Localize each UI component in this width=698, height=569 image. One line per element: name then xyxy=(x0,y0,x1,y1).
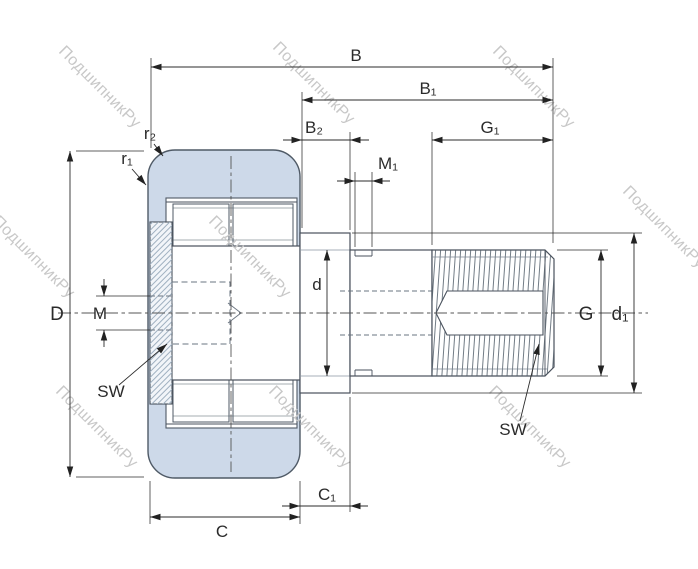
dim-G1: G₁ xyxy=(431,118,554,245)
dim-d: d xyxy=(312,249,331,377)
dim-label-D: D xyxy=(50,304,64,325)
leader-line xyxy=(153,143,164,157)
watermark: ПодшипникРу xyxy=(0,213,78,302)
dim-B1: B₁ xyxy=(301,79,554,228)
leader-line xyxy=(118,343,168,386)
leader-line xyxy=(131,168,147,186)
dim-C: C xyxy=(149,481,301,541)
dim-d1: d₁ xyxy=(352,232,642,394)
dim-B: B xyxy=(150,46,554,243)
dim-label-M1: M₁ xyxy=(378,154,398,173)
dimensions: B B₁ B₂ G₁ M₁ r₂ xyxy=(50,46,642,541)
dim-label-d: d xyxy=(312,275,321,294)
dim-r1: r₁ xyxy=(121,149,147,186)
dim-C1: C₁ xyxy=(282,397,368,512)
dim-label-M: M xyxy=(93,304,107,323)
dim-D: D xyxy=(50,150,144,478)
dim-SW-right: SW xyxy=(499,343,540,439)
dim-label-B2: B₂ xyxy=(305,118,323,137)
bore-chamfer xyxy=(227,302,242,314)
watermark: ПодшипникРу xyxy=(269,39,358,128)
dim-SW-left: SW xyxy=(97,343,168,401)
dim-label-r2: r₂ xyxy=(144,124,156,143)
leader-line xyxy=(519,343,540,422)
dim-G: G xyxy=(557,249,608,377)
watermark: ПодшипникРу xyxy=(619,183,698,272)
dim-label-C: C xyxy=(216,522,228,541)
bearing-cross-section xyxy=(58,149,648,479)
needle-rollers xyxy=(172,203,294,423)
dim-label-G: G xyxy=(579,304,594,325)
dim-label-B: B xyxy=(350,46,361,65)
bore-chamfer xyxy=(227,312,242,324)
dim-label-SW-left: SW xyxy=(97,382,124,401)
dim-M1: M₁ xyxy=(337,154,398,247)
dim-label-B1: B₁ xyxy=(419,79,436,98)
dim-M: M xyxy=(93,279,150,347)
relief-groove xyxy=(354,250,373,376)
dim-label-C1: C₁ xyxy=(318,485,336,504)
dim-label-G1: G₁ xyxy=(481,118,500,137)
watermark: ПодшипникРу xyxy=(55,43,144,132)
dim-r2: r₂ xyxy=(144,124,164,157)
dim-label-r1: r₁ xyxy=(121,149,133,168)
dim-label-d1: d₁ xyxy=(612,304,629,325)
watermark: ПодшипникРу xyxy=(489,43,578,132)
dim-label-SW-right: SW xyxy=(499,420,526,439)
